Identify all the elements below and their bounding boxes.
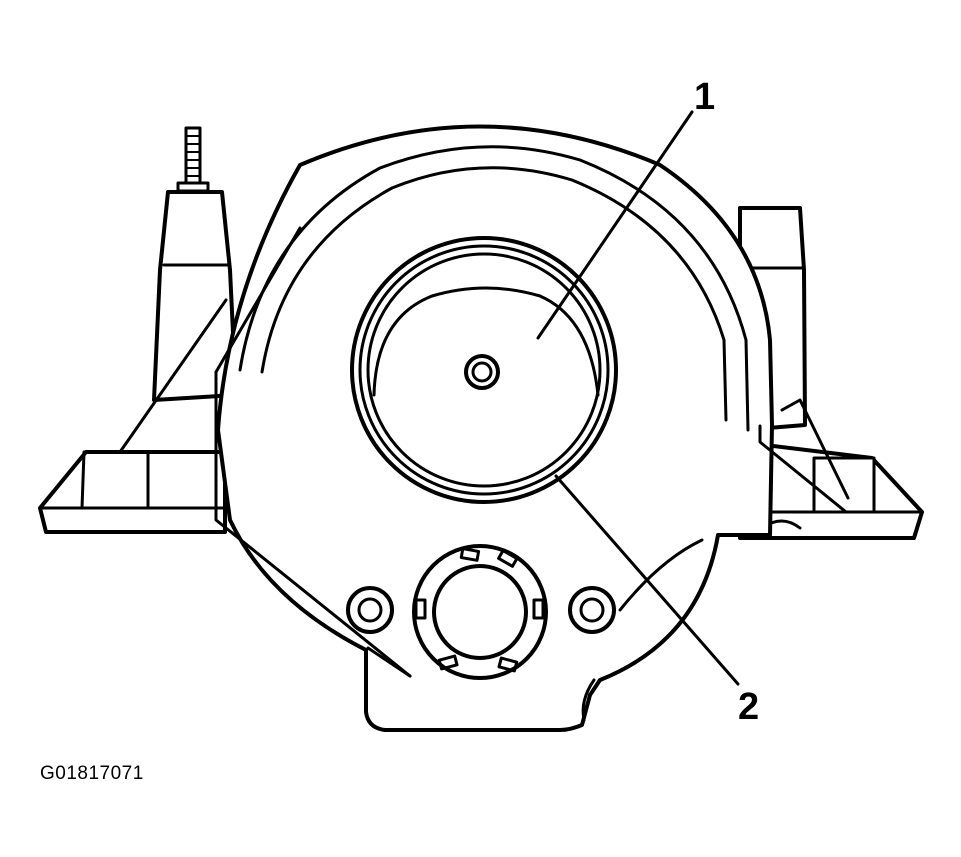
center-bolt bbox=[464, 354, 500, 390]
callout-2: 2 bbox=[738, 686, 760, 728]
left-flange bbox=[38, 450, 227, 534]
bore-assembly bbox=[350, 236, 618, 504]
left-stud bbox=[176, 126, 210, 193]
lower-left-bolt-hole bbox=[346, 586, 394, 634]
figure-id: G01817071 bbox=[40, 763, 144, 784]
right-flange bbox=[738, 440, 924, 540]
callout-1: 1 bbox=[694, 76, 716, 118]
leader-line-2 bbox=[554, 474, 740, 686]
output-seal bbox=[412, 544, 548, 680]
leader-line-1 bbox=[536, 110, 694, 340]
housing-body bbox=[118, 124, 850, 732]
lower-right-bolt-hole bbox=[568, 586, 616, 634]
bore-inner-face bbox=[372, 286, 600, 397]
